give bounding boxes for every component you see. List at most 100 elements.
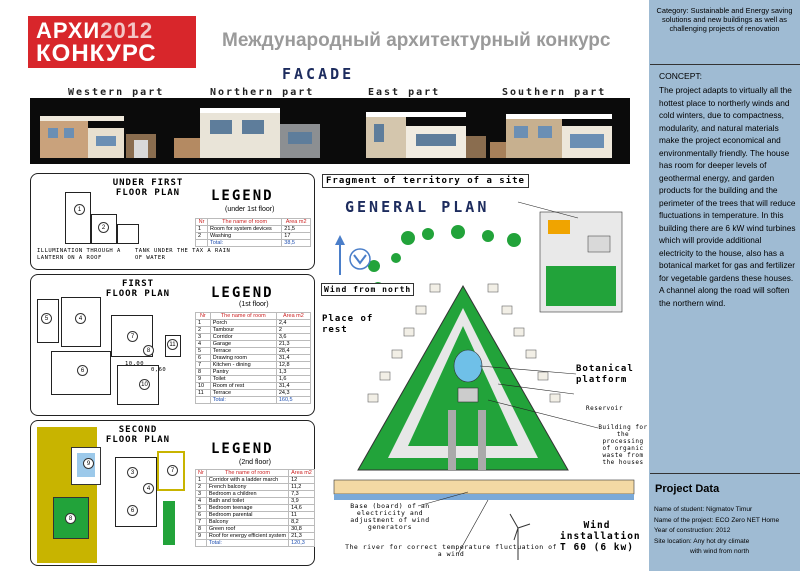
facade-east <box>366 112 486 158</box>
room-number: 1 <box>74 204 85 215</box>
legend-total-row: Total:120,3 <box>195 539 315 547</box>
concept-title: CONCEPT: <box>659 71 702 81</box>
contest-logo: АРХИ2012 КОНКУРС <box>28 16 196 68</box>
room-number: 3 <box>127 467 138 478</box>
place-of-rest-label: Place of rest <box>322 314 374 335</box>
part-label-east: East part <box>368 87 441 98</box>
reservoir-label: Reservoir <box>586 405 624 412</box>
botanical-platform-label: Botanical platform <box>576 364 634 385</box>
road <box>448 410 456 470</box>
base-board-label: Base (board) of an electricity and adjus… <box>350 502 430 531</box>
room-number: 7 <box>127 331 138 342</box>
river-label: The river for correct temperature fluctu… <box>345 543 557 558</box>
room-number: 11 <box>167 339 178 350</box>
facade-renderings <box>30 98 630 164</box>
fragment-territory-label: Fragment of territory of a site <box>322 174 529 188</box>
student-name: Name of student: Nigmatov Timur <box>654 506 753 513</box>
plan-room-tank <box>117 224 139 244</box>
waste-processing-building <box>457 387 479 403</box>
legend-sub-first: (1st floor) <box>239 301 269 308</box>
base-board <box>333 479 635 495</box>
road <box>478 410 486 470</box>
room-number: 8 <box>143 345 154 356</box>
project-data-title: Project Data <box>655 483 720 495</box>
site-location: Site location: Any hot dry climate <box>654 537 750 545</box>
north-arrow-icon <box>335 235 371 275</box>
room-number: 6 <box>77 365 88 376</box>
logo-line1: АРХИ2012 <box>36 18 154 43</box>
project-name: Name of the project: ECO Zero NET Home <box>654 516 780 524</box>
facade-southern <box>490 114 612 158</box>
note-illumination: ILLUMINATION THROUGH A LANTERN ON A ROOF <box>37 248 121 261</box>
callout-lines <box>417 201 599 555</box>
room-number: 4 <box>75 313 86 324</box>
room-number: 8 <box>65 513 76 524</box>
under-first-floor-box: UNDER FIRST FLOOR PLAN LEGEND (under 1st… <box>30 173 315 270</box>
second-floor-title: SECOND FLOOR PLAN <box>105 425 171 445</box>
general-plan-title: GENERAL PLAN <box>345 198 490 216</box>
legend-title-first: LEGEND <box>211 285 274 301</box>
facade-title: FACADE <box>282 65 355 83</box>
legend-sub-second: (2nd floor) <box>239 459 271 466</box>
part-label-western: Western part <box>68 87 165 98</box>
legend-total-row: Total:38,5 <box>194 239 311 247</box>
plan-green-strip <box>163 501 175 545</box>
dimension-label: 0,60 <box>151 367 167 373</box>
compass <box>330 235 374 279</box>
legend-title-under: LEGEND <box>211 188 274 204</box>
site-plan-drawing <box>333 201 635 560</box>
plan-room-1 <box>65 192 91 244</box>
fragment-roof <box>548 220 570 234</box>
room-number: 5 <box>41 313 52 324</box>
logo-year: 2012 <box>100 18 154 43</box>
category-text: Category: Sustainable and Energy saving … <box>656 6 793 33</box>
dimension-label: 10,00 <box>125 361 145 367</box>
waste-building-label: Building for the processing of organic w… <box>598 424 648 466</box>
river-channel <box>334 494 634 500</box>
plan-green-roof <box>53 497 89 539</box>
plan-balcony <box>157 451 185 491</box>
fragment-house <box>587 235 611 253</box>
botanical-green <box>408 326 518 446</box>
wind-turbine-icon <box>509 513 531 560</box>
site-location-cont: with wind from north <box>690 548 749 555</box>
first-floor-title: FIRST FLOOR PLAN <box>105 279 171 299</box>
construction-year: Year of construction: 2012 <box>654 527 731 534</box>
room-number: 9 <box>83 458 94 469</box>
room-number: 10 <box>139 379 150 390</box>
room-number: 4 <box>143 483 154 494</box>
part-label-southern: Southern part <box>502 87 607 98</box>
facade-western <box>40 116 156 158</box>
concept-text: The project adapts to virtually all the … <box>659 85 796 308</box>
contest-title: Международный архитектурный конкурс <box>222 30 611 51</box>
wind-from-north-label: Wind from north <box>321 283 415 296</box>
part-label-northern: Northern part <box>210 87 315 98</box>
room-number: 7 <box>167 465 178 476</box>
room-number: 2 <box>98 222 109 233</box>
under-first-floor-title: UNDER FIRST FLOOR PLAN <box>112 178 184 198</box>
reservoir-shape <box>453 349 483 383</box>
wind-installation-label: Wind installation T 60 (6 kw) <box>560 520 641 553</box>
